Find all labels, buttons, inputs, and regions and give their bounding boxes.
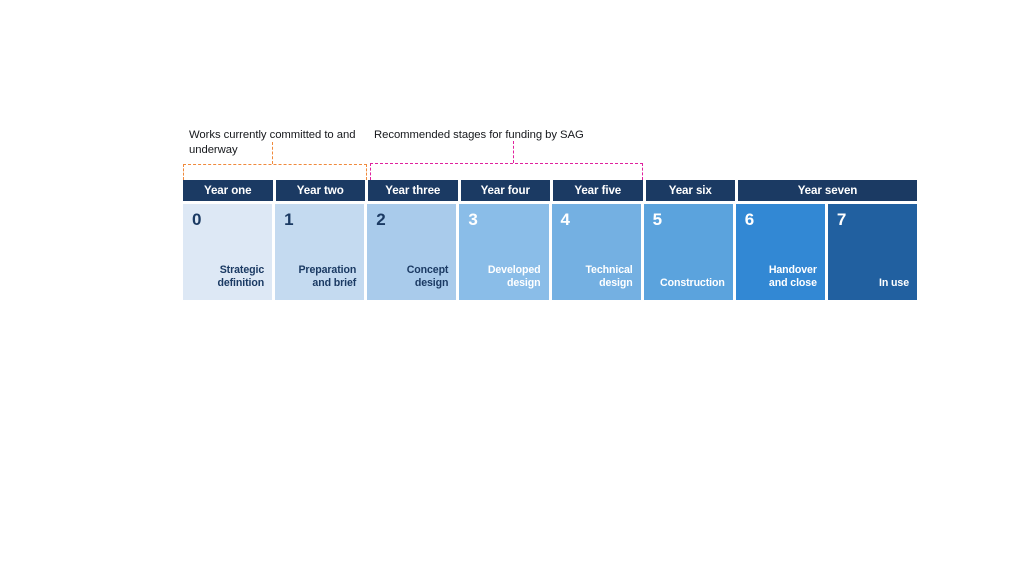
annotation-label-recommended: Recommended stages for funding by SAG <box>374 129 584 141</box>
stage-name: In use <box>878 277 909 290</box>
stage-name: Strategic definition <box>217 263 265 290</box>
bracket-recommended-left-leg <box>370 163 371 180</box>
stage-name: Construction <box>660 277 725 290</box>
bracket-recommended-right-leg <box>642 163 643 180</box>
year-header-label: Year one <box>203 184 252 197</box>
bracket-committed <box>183 142 367 180</box>
year-header-cell[interactable]: Year five <box>553 180 643 201</box>
year-header-label: Year five <box>574 184 622 197</box>
bracket-committed-bar <box>183 164 367 165</box>
year-header-label: Year six <box>668 184 712 197</box>
stage-number: 5 <box>652 210 662 229</box>
stage-name: Handover and close <box>768 263 817 290</box>
bracket-recommended-stem <box>513 141 514 163</box>
stage-number: 1 <box>284 210 294 229</box>
stage-name: Concept design <box>406 263 449 290</box>
year-header-label: Year seven <box>797 184 858 197</box>
year-header-cell[interactable]: Year seven <box>738 180 917 201</box>
bracket-committed-left-leg <box>183 164 184 180</box>
year-header-cell[interactable]: Year one <box>183 180 273 201</box>
stage-name: Technical design <box>585 263 633 290</box>
year-header-cell[interactable]: Year four <box>460 180 550 201</box>
year-header-cell[interactable]: Year six <box>645 180 735 201</box>
stage-number: 4 <box>560 210 570 229</box>
stage-number: 2 <box>376 210 386 229</box>
year-header-label: Year four <box>480 184 530 197</box>
year-header-label: Year two <box>296 184 344 197</box>
stage-cell[interactable]: 7 In use <box>827 204 917 300</box>
year-header-label: Year three <box>385 184 441 197</box>
stage-name: Preparation and brief <box>298 263 357 290</box>
annotation-label-committed: Works currently committed to and underwa… <box>189 129 356 156</box>
stage-number: 7 <box>836 210 847 229</box>
bracket-recommended-bar <box>370 163 643 164</box>
year-header-row: Year one Year two Year three Year four Year … <box>183 180 917 201</box>
stage-number: 0 <box>192 210 202 229</box>
stage-number: 6 <box>744 210 754 229</box>
bracket-committed-stem <box>272 142 273 164</box>
bracket-recommended <box>370 141 643 180</box>
stage-number: 3 <box>468 210 478 229</box>
stage-name: Developed design <box>487 263 541 290</box>
year-header-cell[interactable]: Year three <box>368 180 458 201</box>
bracket-committed-right-leg <box>366 164 367 180</box>
year-header-cell[interactable]: Year two <box>275 180 365 201</box>
